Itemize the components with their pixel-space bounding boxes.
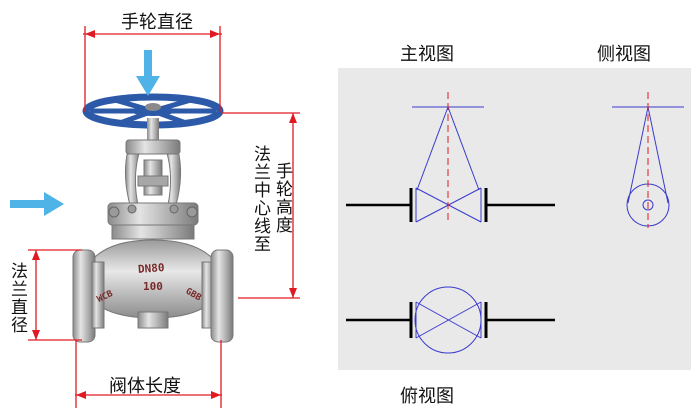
handwheel-diameter-label: 手轮直径 — [121, 12, 193, 33]
top-flow-arrow-icon — [136, 50, 160, 96]
side-view-symbol — [612, 92, 684, 228]
front-view-symbol — [346, 92, 555, 223]
top-view-symbol — [346, 286, 555, 354]
body-length-dimension — [75, 340, 222, 408]
valve-size-mark: DN80 — [137, 261, 165, 276]
height-label-line2: 手轮高度 — [272, 162, 292, 234]
left-flow-arrow-icon — [10, 192, 64, 216]
valve-pressure-mark: 100 — [143, 280, 163, 293]
flange-diameter-label: 法兰直径 — [7, 262, 27, 334]
side-view-title: 侧视图 — [597, 44, 651, 65]
height-label-line1: 法兰中心线至 — [250, 145, 270, 253]
flange-diameter-dimension — [28, 249, 82, 341]
valve-body-icon — [91, 239, 215, 329]
handwheel-diameter-dimension — [83, 26, 222, 112]
front-view-title: 主视图 — [400, 44, 454, 65]
height-dimension — [222, 112, 300, 299]
bonnet-flange-icon — [107, 202, 199, 240]
left-flange-icon — [72, 249, 105, 343]
body-length-label: 阀体长度 — [109, 376, 181, 397]
top-view-title: 俯视图 — [400, 386, 454, 407]
right-flange-icon — [201, 249, 234, 343]
valve-yoke-icon — [124, 118, 182, 206]
